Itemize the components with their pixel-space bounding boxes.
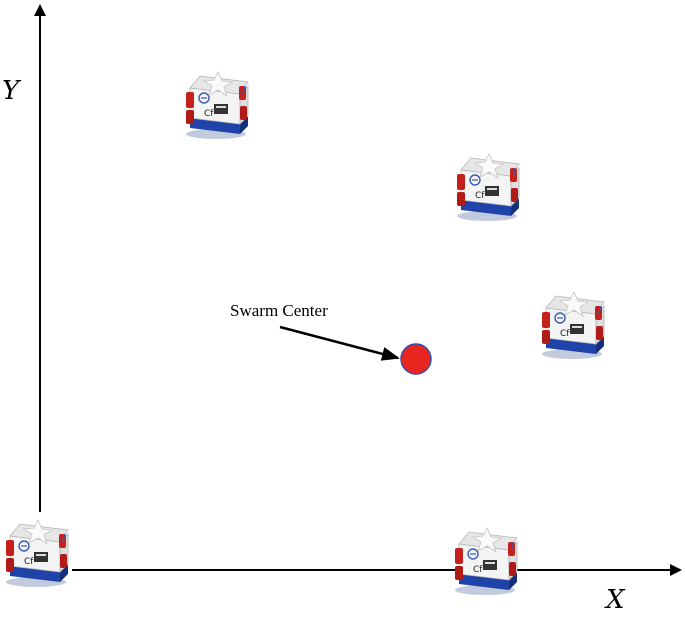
robot-icon (456, 153, 520, 222)
robot-icon (454, 527, 518, 596)
swarm-center-marker (400, 343, 432, 375)
x-axis-label: X (606, 585, 625, 615)
robot-icon (5, 519, 69, 588)
y-axis-label: Y (2, 76, 20, 106)
robot-icon (185, 71, 249, 140)
arrow-icon (279, 325, 400, 361)
robot-icon (541, 291, 605, 360)
swarm-center-label: Swarm Center (230, 301, 328, 320)
